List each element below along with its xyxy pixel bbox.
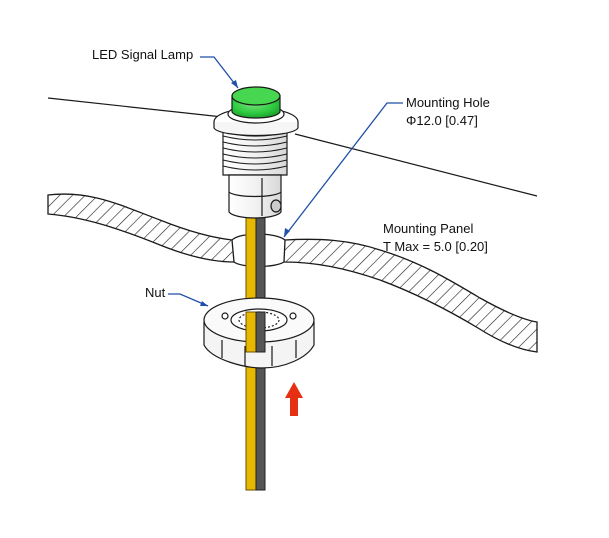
- nut-label: Nut: [145, 285, 166, 300]
- mounting-hole-spec: Φ12.0 [0.47]: [406, 113, 478, 128]
- panel-plane-edges: [47, 97, 538, 197]
- lamp-label: LED Signal Lamp: [92, 47, 194, 62]
- arrow-up-icon: [285, 382, 303, 416]
- mounting-panel-label: Mounting Panel: [383, 221, 474, 236]
- leader-lines: [168, 56, 403, 307]
- mounting-panel-section: [47, 193, 538, 353]
- mounting-hole-label: Mounting Hole: [406, 95, 490, 110]
- thread-lines: [222, 135, 288, 171]
- mounting-panel-spec: T Max = 5.0 [0.20]: [383, 239, 488, 254]
- led-signal-lamp: [213, 86, 299, 219]
- lamp-lens: [231, 86, 281, 106]
